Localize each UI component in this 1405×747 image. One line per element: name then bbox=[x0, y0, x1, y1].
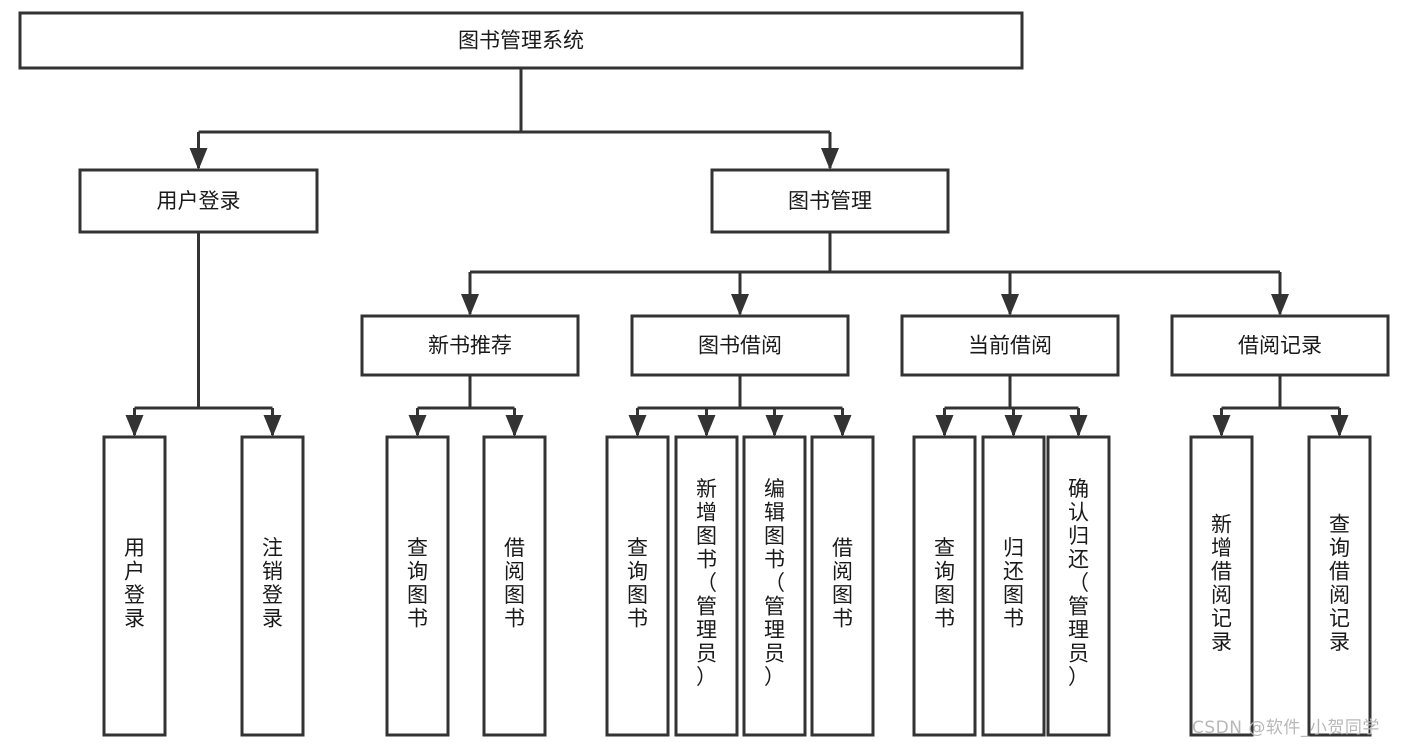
node-book-manage-label: 图书管理 bbox=[788, 189, 872, 213]
node-leaf-confirm-return-admin-label: 确认归还（管理员） bbox=[1068, 477, 1089, 689]
arrow-to-leaf-edit-book-admin bbox=[765, 415, 784, 437]
arrow-to-leaf-user-login bbox=[125, 415, 144, 437]
arrow-to-leaf-add-book-admin bbox=[697, 415, 716, 437]
node-leaf-add-book-admin[interactable]: 新增图书（管理员） bbox=[674, 435, 739, 737]
arrow-to-leaf-add-borrow-record bbox=[1212, 415, 1231, 437]
arrow-to-leaf-query-book-borrow bbox=[628, 415, 647, 437]
node-current-borrow-rect bbox=[900, 314, 1120, 377]
node-leaf-query-borrow-record-rect bbox=[1307, 435, 1372, 737]
node-book-borrow-rect bbox=[630, 314, 850, 377]
csdn-watermark: CSDN @软件_小贺同学 bbox=[1192, 718, 1380, 738]
arrow-to-leaf-return-book bbox=[1004, 415, 1023, 437]
node-leaf-query-book-rec-label: 查询图书 bbox=[407, 536, 428, 631]
node-leaf-borrow-book-rect bbox=[810, 435, 875, 737]
node-leaf-query-borrow-record-label: 查询借阅记录 bbox=[1329, 512, 1350, 654]
node-leaf-add-book-admin-rect bbox=[674, 435, 739, 737]
node-leaf-user-login[interactable]: 用户登录 bbox=[102, 435, 167, 737]
node-leaf-add-borrow-record-rect bbox=[1189, 435, 1254, 737]
node-leaf-logout-label: 注销登录 bbox=[262, 536, 283, 631]
node-root-label: 图书管理系统 bbox=[458, 29, 584, 53]
arrow-to-leaf-query-borrow-record bbox=[1330, 415, 1349, 437]
arrow-to-leaf-borrow-book-rec bbox=[505, 415, 524, 437]
arrow-to-borrow-record bbox=[1271, 294, 1289, 316]
node-leaf-query-book-current-label: 查询图书 bbox=[934, 536, 955, 631]
node-current-borrow-label: 当前借阅 bbox=[968, 334, 1052, 358]
node-borrow-record[interactable]: 借阅记录 bbox=[1170, 314, 1390, 377]
node-leaf-query-book-current-rect bbox=[912, 435, 977, 737]
node-book-manage[interactable]: 图书管理 bbox=[710, 168, 950, 234]
arrow-to-book-manage bbox=[821, 148, 839, 170]
node-leaf-confirm-return-admin-rect bbox=[1046, 435, 1111, 737]
node-leaf-borrow-book-label: 借阅图书 bbox=[832, 536, 853, 631]
node-leaf-add-borrow-record-label: 新增借阅记录 bbox=[1211, 512, 1232, 654]
node-leaf-query-book-borrow-rect bbox=[605, 435, 670, 737]
node-leaf-confirm-return-admin[interactable]: 确认归还（管理员） bbox=[1046, 435, 1111, 737]
node-leaf-add-book-admin-label: 新增图书（管理员） bbox=[696, 477, 717, 689]
node-user-login-rect bbox=[78, 168, 319, 234]
arrow-to-leaf-borrow-book bbox=[833, 415, 852, 437]
node-leaf-return-book-label: 归还图书 bbox=[1003, 536, 1024, 631]
node-leaf-return-book[interactable]: 归还图书 bbox=[981, 435, 1046, 737]
arrow-to-current-borrow bbox=[1001, 294, 1019, 316]
node-leaf-user-login-rect bbox=[102, 435, 167, 737]
arrow-to-leaf-query-book-rec bbox=[408, 415, 427, 437]
node-leaf-logout[interactable]: 注销登录 bbox=[240, 435, 305, 737]
node-leaf-query-borrow-record[interactable]: 查询借阅记录 bbox=[1307, 435, 1372, 737]
node-leaf-borrow-book-rec-label: 借阅图书 bbox=[504, 536, 525, 631]
node-root-rect bbox=[18, 11, 1024, 70]
arrow-to-book-borrow bbox=[731, 294, 749, 316]
node-leaf-return-book-rect bbox=[981, 435, 1046, 737]
node-leaf-user-login-label: 用户登录 bbox=[124, 536, 145, 631]
node-leaf-query-book-borrow-label: 查询图书 bbox=[627, 536, 648, 631]
node-new-book-recommend-label: 新书推荐 bbox=[428, 334, 512, 358]
node-current-borrow[interactable]: 当前借阅 bbox=[900, 314, 1120, 377]
node-leaf-add-borrow-record[interactable]: 新增借阅记录 bbox=[1189, 435, 1254, 737]
node-leaf-edit-book-admin-rect bbox=[742, 435, 807, 737]
node-borrow-record-rect bbox=[1170, 314, 1390, 377]
node-user-login[interactable]: 用户登录 bbox=[78, 168, 319, 234]
node-borrow-record-label: 借阅记录 bbox=[1238, 334, 1322, 358]
node-leaf-edit-book-admin[interactable]: 编辑图书（管理员） bbox=[742, 435, 807, 737]
node-new-book-recommend[interactable]: 新书推荐 bbox=[360, 314, 580, 377]
node-book-borrow-label: 图书借阅 bbox=[698, 334, 782, 358]
node-leaf-query-book-rec[interactable]: 查询图书 bbox=[385, 435, 450, 737]
node-leaf-borrow-book[interactable]: 借阅图书 bbox=[810, 435, 875, 737]
node-root[interactable]: 图书管理系统 bbox=[18, 11, 1024, 70]
arrow-to-leaf-confirm-return-admin bbox=[1069, 415, 1088, 437]
node-leaf-query-book-rec-rect bbox=[385, 435, 450, 737]
node-book-borrow[interactable]: 图书借阅 bbox=[630, 314, 850, 377]
arrow-to-user-login bbox=[189, 148, 208, 170]
arrow-to-leaf-logout bbox=[263, 415, 282, 437]
node-leaf-logout-rect bbox=[240, 435, 305, 737]
node-leaf-edit-book-admin-label: 编辑图书（管理员） bbox=[764, 477, 785, 689]
node-leaf-borrow-book-rec-rect bbox=[482, 435, 547, 737]
node-user-login-label: 用户登录 bbox=[157, 189, 241, 213]
node-leaf-query-book-current[interactable]: 查询图书 bbox=[912, 435, 977, 737]
arrow-to-new-book-recommend bbox=[461, 294, 479, 316]
arrow-to-leaf-query-book-current bbox=[935, 415, 954, 437]
node-leaf-borrow-book-rec[interactable]: 借阅图书 bbox=[482, 435, 547, 737]
node-leaf-query-book-borrow[interactable]: 查询图书 bbox=[605, 435, 670, 737]
